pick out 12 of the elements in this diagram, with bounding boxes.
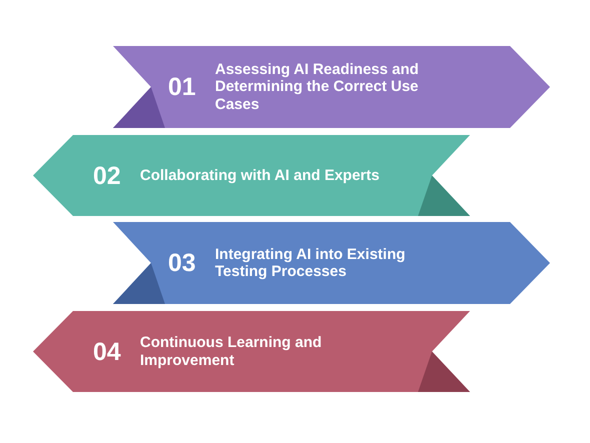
ribbon-banner: [113, 46, 550, 128]
step-number: 03: [168, 251, 196, 276]
ribbon-banner: [113, 222, 550, 304]
step-title: Assessing AI Readiness and Determining the Correct Use Cases: [215, 61, 420, 113]
step-title: Integrating AI into Existing Testing Processes: [215, 246, 406, 280]
step-title: Continuous Learning and Improvement: [140, 334, 323, 369]
step-number: 01: [168, 75, 196, 100]
step-number: 02: [93, 164, 121, 188]
ribbon-banner: [33, 311, 470, 392]
step-number: 04: [93, 340, 121, 364]
ribbon-banner: [33, 135, 470, 216]
step-title: Collaborating with AI and Experts: [140, 166, 380, 184]
